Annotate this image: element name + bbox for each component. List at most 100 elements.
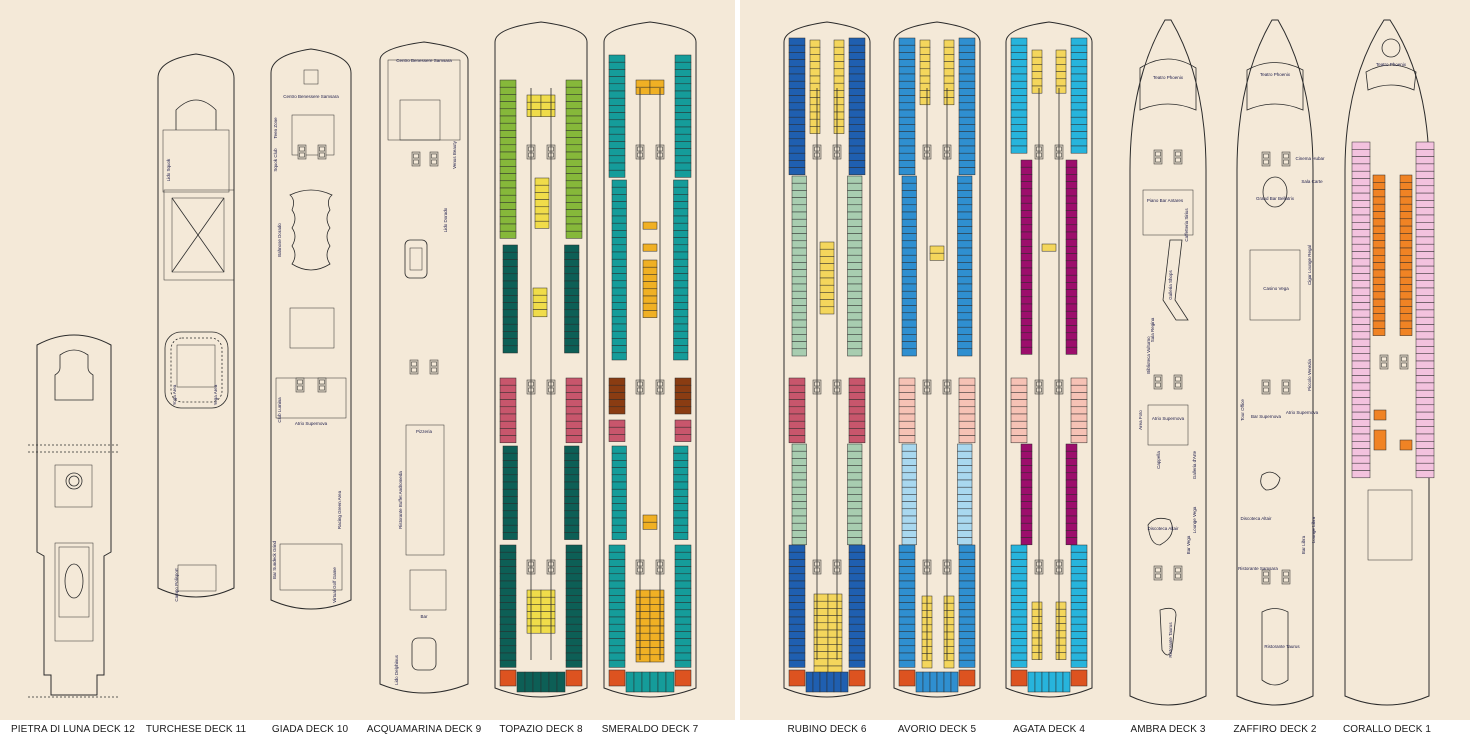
inside-cabin: [534, 199, 550, 208]
deck-label-12[interactable]: PIETRA DI LUNA DECK 12: [11, 724, 135, 735]
aft-cabin: [1027, 671, 1036, 693]
cabin: [958, 66, 976, 75]
deck-labels-bar: PIETRA DI LUNA DECK 12 TURCHESE DECK 11 …: [0, 720, 1470, 741]
aft-suite: [958, 669, 976, 687]
venue-label: Teen Zone: [273, 117, 278, 139]
cabin: [673, 316, 689, 325]
inside-cabin: [943, 61, 955, 70]
deck-11-outline: [157, 53, 235, 598]
cabin: [957, 247, 973, 256]
cabin: [608, 434, 626, 442]
cabin: [611, 251, 627, 260]
cabin: [957, 262, 973, 270]
inside-cabin: [1031, 78, 1043, 87]
cabin: [848, 420, 866, 429]
cabin: [898, 152, 916, 161]
deck-label-1[interactable]: CORALLO DECK 1: [1342, 724, 1432, 735]
cabin: [958, 59, 976, 68]
cabin: [1351, 222, 1371, 230]
inside-cabin: [1031, 71, 1043, 80]
cabin: [1065, 537, 1078, 546]
cabin: [791, 348, 807, 357]
venue-label: Grand Bar Bellatrix: [1256, 196, 1295, 201]
inside-cabin: [642, 281, 658, 290]
cabin: [1065, 195, 1078, 204]
inside-cabin: [1055, 71, 1067, 80]
cabin: [1010, 544, 1028, 553]
cabin: [957, 197, 973, 206]
stairs-icon: [411, 367, 417, 373]
cabin: [1010, 652, 1028, 661]
cabin: [788, 573, 806, 582]
stairs-icon: [319, 146, 325, 152]
cabin: [564, 251, 580, 260]
cabin: [791, 334, 807, 342]
stairs-icon: [1173, 374, 1183, 390]
stairs-icon: [299, 146, 305, 152]
inside-cabin: [813, 636, 829, 645]
deck-label-4[interactable]: AGATA DECK 4: [1013, 724, 1085, 735]
cabin: [847, 269, 863, 278]
cabin: [791, 326, 807, 335]
deck-label-10[interactable]: GIADA DECK 10: [271, 724, 349, 735]
cabin: [791, 298, 807, 306]
cabin: [791, 240, 807, 249]
deck-label-3[interactable]: AMBRA DECK 3: [1130, 724, 1206, 735]
aft-cabin: [1034, 671, 1043, 693]
cabin: [901, 465, 917, 474]
cabin: [788, 167, 806, 176]
cabin: [499, 173, 517, 182]
cabin: [847, 247, 863, 256]
cabin: [848, 595, 866, 603]
cabin: [958, 152, 976, 161]
cabin: [1415, 207, 1435, 216]
deck-label-8[interactable]: TOPAZIO DECK 8: [499, 724, 583, 735]
cabin: [1020, 537, 1033, 546]
cabin: [565, 216, 583, 225]
venue-label: Sala Carte: [1301, 179, 1323, 184]
cabin: [611, 273, 627, 282]
cabin: [847, 326, 863, 335]
cabin: [957, 341, 973, 350]
deck-label-9[interactable]: ACQUAMARINA DECK 9: [366, 724, 482, 735]
cabin: [1415, 324, 1435, 333]
inside-cabin: [1372, 233, 1386, 241]
cabin: [1020, 202, 1033, 211]
cabin: [1351, 178, 1371, 187]
cabin: [608, 126, 626, 135]
cabin: [848, 399, 866, 408]
cabin: [901, 508, 917, 517]
cabin: [1070, 420, 1088, 429]
cabin: [499, 595, 517, 603]
deck-label-6[interactable]: RUBINO DECK 6: [787, 724, 867, 735]
inside-cabin: [813, 658, 829, 667]
aft-cabin: [657, 671, 667, 693]
inside-cabin: [1399, 203, 1413, 212]
inside-cabin: [649, 589, 665, 598]
deck-label-2[interactable]: ZAFFIRO DECK 2: [1233, 724, 1317, 735]
cabin: [1010, 384, 1028, 393]
cabin: [1065, 508, 1078, 517]
cabin: [788, 109, 806, 118]
cabin: [1415, 214, 1435, 223]
cabin: [898, 551, 916, 560]
cabin: [608, 399, 626, 408]
stairs-icon: [409, 359, 419, 375]
cabin: [611, 294, 627, 303]
stairs-icon: [1173, 565, 1183, 581]
cabin: [791, 226, 807, 234]
cabin: [565, 94, 583, 102]
cabin: [1351, 163, 1371, 172]
deck-label-11[interactable]: TURCHESE DECK 11: [145, 724, 247, 735]
cabin: [565, 377, 583, 386]
inside-cabin: [534, 177, 550, 186]
cabin: [502, 287, 518, 296]
inside-cabin: [1031, 64, 1043, 72]
deck-label-7[interactable]: SMERALDO DECK 7: [601, 724, 699, 735]
stairs-icon: [429, 359, 439, 375]
cabin: [848, 638, 866, 647]
venue-label: Caffetteria Sirius: [1184, 208, 1189, 242]
deck-label-5[interactable]: AVORIO DECK 5: [897, 724, 977, 735]
cabin: [788, 566, 806, 575]
cabin: [901, 530, 917, 538]
